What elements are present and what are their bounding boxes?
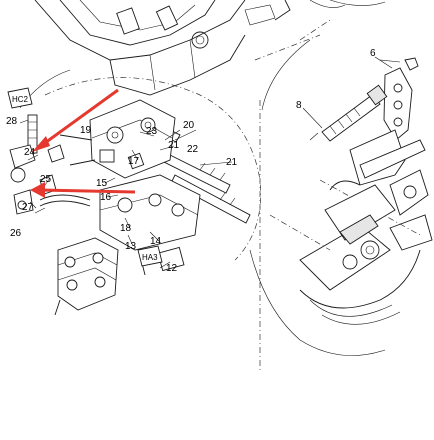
tag-ha3-text: HA3 [142, 253, 158, 262]
label-part-8: 8 [296, 100, 302, 111]
valve-stack [54, 237, 119, 316]
label-part-21-upper: 21 [168, 140, 180, 151]
clamp-assembly [299, 129, 433, 325]
label-part-14: 14 [150, 236, 162, 247]
label-part-19: 19 [80, 125, 92, 136]
valve-block [59, 99, 176, 179]
label-part-23: 23 [146, 126, 158, 137]
label-part-13: 13 [125, 241, 137, 252]
machine-body [34, 0, 386, 96]
tag-hc2: HC2 [7, 87, 33, 109]
label-part-17: 17 [128, 156, 140, 167]
label-part-26: 26 [10, 228, 22, 239]
frame-outline [249, 39, 386, 356]
pointer-arrow-lower [39, 188, 136, 194]
left-fittings [9, 114, 65, 215]
label-part-20: 20 [183, 120, 195, 131]
label-part-12: 12 [166, 263, 178, 274]
pointer-arrow-upper-head [32, 136, 50, 152]
label-part-21-lower: 21 [226, 157, 238, 168]
bracket-6 [379, 57, 419, 141]
label-part-15: 15 [96, 178, 108, 189]
part-labels: 6 8 12 13 14 15 16 17 18 19 20 21 21 22 … [6, 48, 376, 274]
label-part-18: 18 [120, 223, 132, 234]
label-part-22: 22 [187, 144, 199, 155]
label-part-16: 16 [100, 192, 112, 203]
label-part-25: 25 [40, 174, 52, 185]
leader-lines [19, 56, 393, 269]
pointer-arrows [30, 88, 136, 198]
label-part-24: 24 [24, 147, 36, 158]
pointer-arrow-lower-head [30, 182, 45, 198]
label-part-28: 28 [6, 116, 18, 127]
lower-manifold [99, 174, 201, 276]
pointer-arrow-upper [37, 88, 119, 150]
bolt-8 [309, 84, 388, 142]
tag-ha3: HA3 [137, 245, 163, 267]
tag-hc2-text: HC2 [12, 95, 29, 104]
label-part-27: 27 [22, 202, 34, 213]
label-part-6: 6 [370, 48, 376, 59]
